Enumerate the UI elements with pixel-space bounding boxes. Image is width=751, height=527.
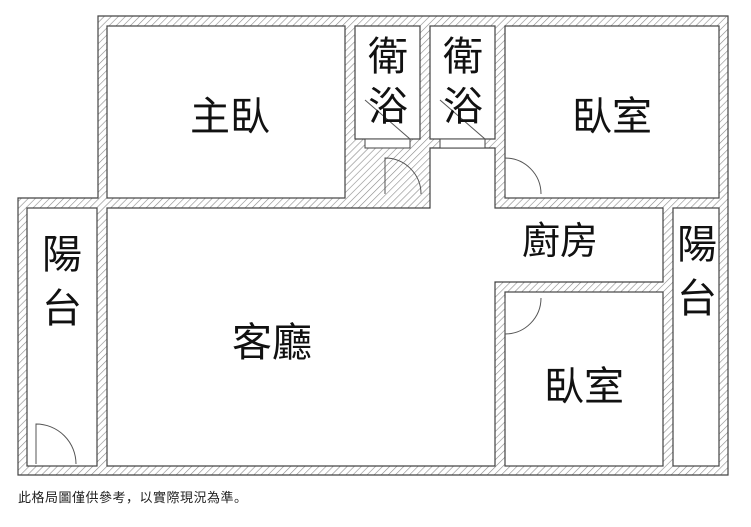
bathroom-1-label-line2: 浴 xyxy=(368,84,408,130)
bedroom-bottom-area xyxy=(504,291,664,467)
balcony-right-area xyxy=(672,207,720,467)
balcony-left-label-line1: 陽 xyxy=(42,232,82,278)
bathroom-thresholds xyxy=(364,99,486,149)
bathroom-1-door-line xyxy=(364,99,411,140)
master-bedroom-area xyxy=(106,25,346,199)
living-room-label: 客廳 xyxy=(232,320,312,366)
bathroom-1-label-line1: 衛 xyxy=(368,34,408,80)
balcony-left-area xyxy=(26,207,98,467)
room-interiors xyxy=(26,25,720,467)
bedroom-top-label: 臥室 xyxy=(572,94,652,140)
kitchen-label: 廚房 xyxy=(522,219,598,263)
master-bedroom-label: 主臥 xyxy=(190,94,270,140)
bedroom-bottom-door-icon xyxy=(504,297,542,335)
balcony-right-label-line1: 陽 xyxy=(677,222,717,268)
balcony-left-door-icon xyxy=(35,423,77,465)
balcony-left-label-line2: 台 xyxy=(42,286,82,332)
bathroom-1-threshold xyxy=(364,138,411,149)
room-labels: 主臥 衛 浴 衛 浴 臥室 陽 台 廚房 陽 台 客廳 臥室 xyxy=(42,34,717,410)
bathroom-2-threshold xyxy=(439,138,486,149)
bathroom-2-door-line xyxy=(439,99,486,140)
bathroom-2-label-line1: 衛 xyxy=(443,34,483,80)
disclaimer-text: 此格局圖僅供參考，以實際現況為準。 xyxy=(18,491,248,506)
bathroom-2-label-line2: 浴 xyxy=(443,84,483,130)
bedroom-bottom-label: 臥室 xyxy=(544,364,624,410)
bathroom-2-area xyxy=(429,25,496,140)
balcony-right-label-line2: 台 xyxy=(677,276,717,322)
bedroom-top-area xyxy=(504,25,720,199)
master-bedroom-door-icon xyxy=(384,157,422,195)
bedroom-top-door-icon xyxy=(504,157,542,195)
doors xyxy=(35,157,542,465)
living-kitchen-area xyxy=(106,147,664,467)
